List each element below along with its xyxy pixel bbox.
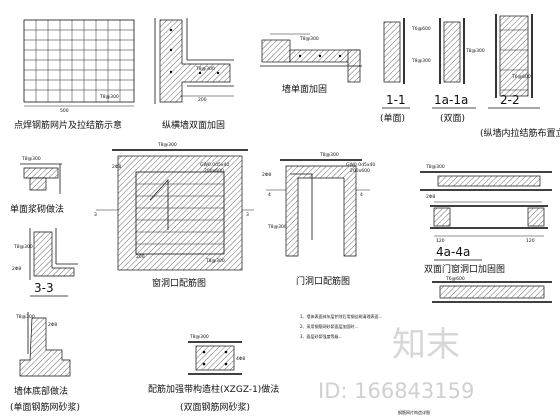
section-1-1-sub: (单面): [380, 112, 405, 124]
section-1-1-label: 1-1: [386, 93, 406, 107]
section-2-2-label: 2-2: [500, 93, 520, 107]
sec1-spacing-mid: T8@300: [411, 58, 431, 64]
watermark-id: ID: 166843159: [318, 379, 474, 403]
wall-spacing-label: T8@300: [299, 36, 319, 42]
fig-section-4-4: T8@300 2Φ8: [420, 164, 552, 203]
column-spacing: T8@300: [189, 334, 209, 340]
fig-wall-single: T8@300 墙单面加固: [260, 33, 362, 95]
sec3-bar: 2Φ8: [12, 266, 21, 272]
sec4-spacing: T8@300: [425, 164, 445, 170]
note-line-1: 1、墙体表面抹灰层铲除后用钢丝刷清理表面...: [300, 313, 382, 319]
caption-fig3: 墙单面加固: [282, 83, 327, 95]
caption-eave: 单面浆砌做法: [10, 203, 64, 215]
fig-eave-detail: T8@300 单面浆砌做法: [10, 156, 64, 215]
junction-dim-label: 200: [198, 97, 207, 103]
watermark-brand: 知末: [392, 325, 460, 365]
door-mesh-label: GW0.0d5x40: [346, 162, 375, 168]
eave-spacing: T8@300: [21, 156, 41, 162]
mesh-width-label: 500: [60, 108, 69, 114]
note-line-2: 2、采用钢筋网砂浆面层加固时...: [300, 323, 358, 329]
section-2-2: T6@600 2-2 (纵墙内拉结筋布置立面图): [480, 14, 560, 139]
section-1a-sub: (双面): [440, 113, 465, 124]
mesh-spacing-label: T8@300: [99, 94, 119, 100]
door-dim-4-right: 4: [360, 192, 363, 198]
section-3-3-label: 3-3: [34, 281, 54, 295]
fig-door-opening: T8@300 GW0.0d5x40 200x600 2Φ8 4 4 T8@300…: [262, 152, 375, 287]
fig-mesh-schematic: 500 T8@300 点焊钢筋网片及拉结筋示意: [14, 19, 135, 131]
sec4a-dim-right: 120: [526, 238, 535, 244]
caption-foot: 墙体底部做法: [14, 385, 68, 397]
door-top-spacing: T8@300: [319, 152, 339, 158]
window-mesh-size: 200x600: [204, 168, 224, 174]
fig-window-opening: T8@300 2Φ8 GW0.0d5x40 200x600 3 3 T8@300…: [94, 142, 254, 289]
caption-column-sub: (双面钢筋网砂浆): [180, 401, 250, 413]
sec4-bar: 2Φ8: [426, 194, 435, 200]
column-bar: 4Φ8: [236, 356, 245, 362]
fig-beam-strip: T6@600: [432, 276, 552, 303]
sec1a-spacing: T8@300: [465, 48, 485, 54]
sec3-spacing: T8@300: [13, 244, 33, 250]
window-bottom-spacing: T8@300: [205, 258, 225, 264]
notes-title: 钢筋网片构造详图: [398, 409, 430, 415]
watermark: 知末 ID: 166843159: [318, 325, 474, 403]
door-mesh-size: 200x600: [350, 168, 370, 174]
sec1-spacing-top: T6@600: [411, 26, 431, 32]
caption-foot-sub: (单面钢筋网砂浆): [10, 401, 80, 413]
caption-door: 门洞口配筋图: [296, 275, 350, 287]
section-2-2-sub: (纵墙内拉结筋布置立面图): [480, 127, 560, 139]
caption-double-door: 双面门窗洞口加固图: [424, 263, 505, 275]
window-dim-200: 200: [136, 254, 145, 260]
section-4a-label: 4a-4a: [436, 245, 470, 259]
caption-window: 窗洞口配筋图: [152, 277, 206, 289]
caption-column: 配筋加强带构造柱(XZGZ-1)做法: [148, 383, 279, 395]
notes-block: 1、墙体表面抹灰层铲除后用钢丝刷清理表面... 2、采用钢筋网砂浆面层加固时..…: [300, 313, 430, 415]
beam-spacing: T6@600: [445, 276, 465, 282]
window-bar-label: 2Φ8: [112, 164, 121, 170]
foot-bar: 2Φ8: [48, 322, 57, 328]
caption-fig1: 点焊钢筋网片及拉结筋示意: [14, 119, 122, 131]
section-1a-1a: T8@300 1a-1a (双面): [432, 18, 485, 124]
fig-wall-foot: T8@300 2Φ8 墙体底部做法 (单面钢筋网砂浆): [10, 312, 80, 413]
fig-section-4a-4a: 120 120 4a-4a 双面门窗洞口加固图: [424, 205, 548, 275]
section-1a-label: 1a-1a: [434, 93, 468, 107]
window-mesh-label: GW0.0d5x40: [200, 162, 229, 168]
note-line-3: 3、面层砂浆强度等级...: [300, 333, 342, 339]
fig-construction-column: T8@300 4Φ8 配筋加强带构造柱(XZGZ-1)做法 (双面钢筋网砂浆): [148, 334, 279, 413]
door-dim-4-left: 4: [268, 192, 271, 198]
window-dim-3-left: 3: [94, 212, 97, 218]
window-top-spacing: T8@300: [157, 142, 177, 148]
junction-spacing-label: T8@300: [195, 66, 215, 72]
window-dim-3-right: 3: [246, 212, 249, 218]
sec2-spacing: T6@600: [511, 74, 531, 80]
sec4a-dim-left: 120: [436, 238, 445, 244]
section-1-1: T6@600 T8@300 1-1 (单面): [380, 18, 431, 124]
door-bar-label: 2Φ8: [262, 172, 271, 178]
caption-fig2: 纵横墙双面加固: [162, 119, 225, 131]
section-3-3: T8@300 2Φ8 3-3: [12, 228, 78, 297]
foot-spacing: T8@300: [15, 314, 35, 320]
fig-junction-double: T8@300 200 纵横墙双面加固: [154, 18, 234, 131]
door-side-spacing: T8@300: [267, 224, 287, 230]
